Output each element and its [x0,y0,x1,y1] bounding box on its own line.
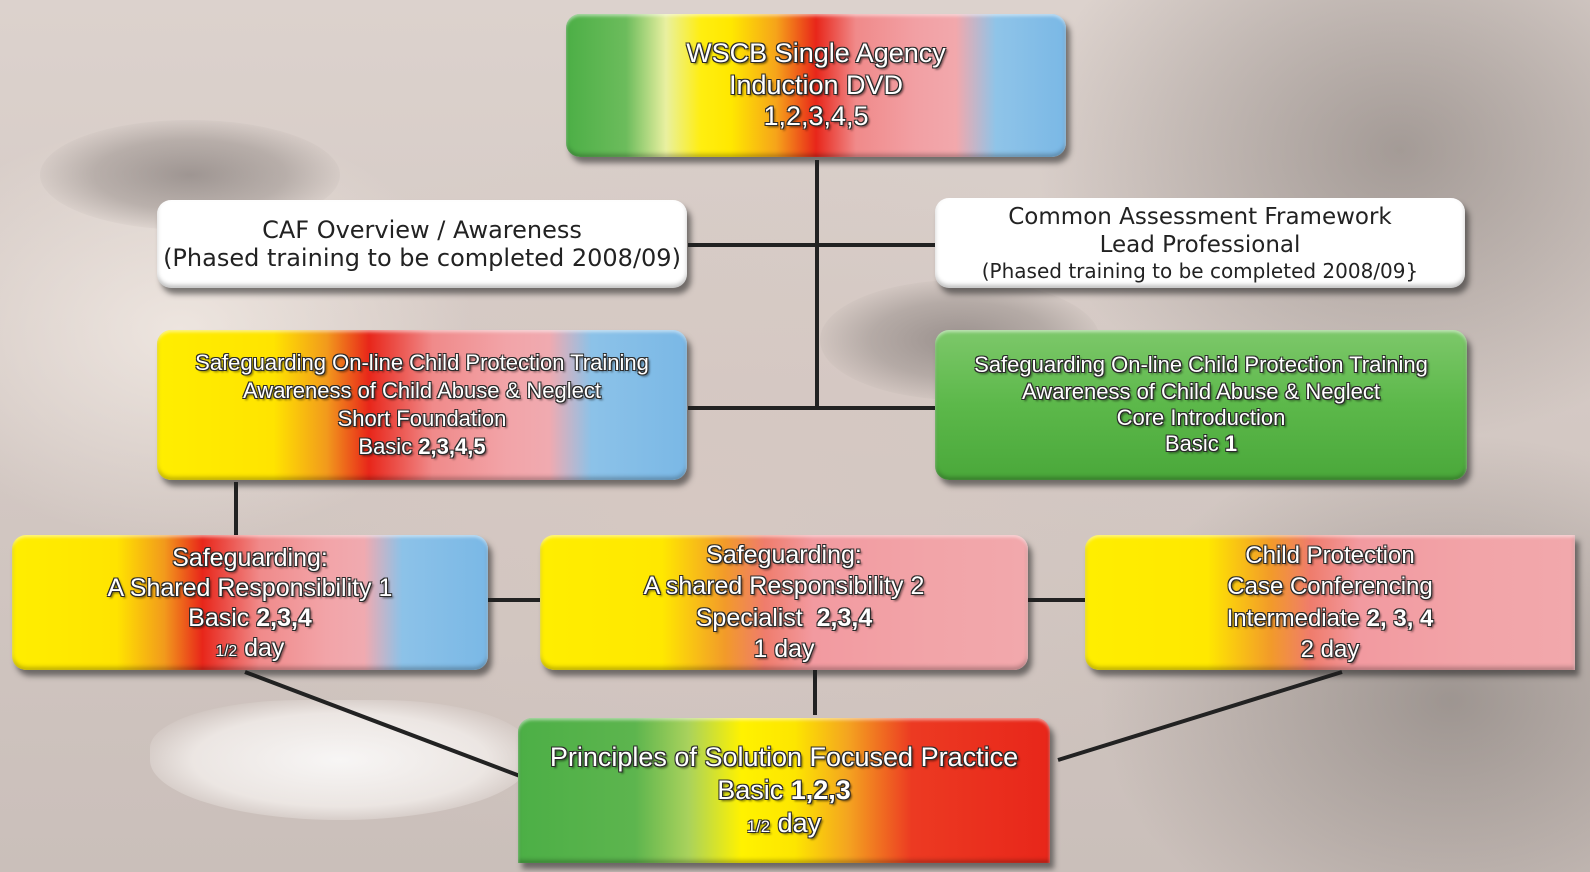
shared1-title: Safeguarding: [172,543,328,572]
induction-subtitle: Induction DVD [728,69,904,100]
connector-shared1-solution [244,670,521,778]
case-conf-duration: 2 day [1300,635,1360,663]
online-short-subtitle: Awareness of Child Abuse & Neglect [243,377,601,403]
online-short-course: Short Foundation [337,406,507,431]
case-conf-level: Intermediate 2, 3, 4 [1226,604,1434,632]
case-conf-title: Child Protection [1245,542,1415,570]
online-core-introduction-box: Safeguarding On-line Child Protection Tr… [935,330,1467,480]
caf-lead-title: Common Assessment Framework [1008,203,1392,230]
connector-caseconf-solution [1057,670,1343,762]
shared1-level: Basic 2,3,4 [188,603,312,632]
solution-duration: 1/2 day [746,807,822,838]
online-core-course: Core Introduction [1116,405,1286,430]
shared2-level: Specialist 2,3,4 [695,603,873,632]
solution-focused-practice-box: Principles of Solution Focused Practice … [518,718,1050,863]
online-short-foundation-box: Safeguarding On-line Child Protection Tr… [157,330,687,480]
shared1-duration: 1/2 day [215,633,285,662]
caf-lead-subtitle: Lead Professional [1099,231,1301,258]
shared2-subtitle: A shared Responsibility 2 [643,572,925,601]
caf-lead-professional-box: Common Assessment Framework Lead Profess… [935,198,1465,288]
online-short-level: Basic 2,3,4,5 [358,434,486,460]
induction-levels: 1,2,3,4,5 [763,101,869,132]
case-conf-subtitle: Case Conferencing [1227,573,1433,601]
online-core-title: Safeguarding On-line Child Protection Tr… [974,352,1428,378]
online-core-subtitle: Awareness of Child Abuse & Neglect [1022,378,1380,404]
solution-level: Basic 1,2,3 [717,775,851,806]
case-conferencing-box: Child Protection Case Conferencing Inter… [1085,535,1575,670]
caf-overview-note: (Phased training to be completed 2008/09… [163,244,681,272]
caf-overview-title: CAF Overview / Awareness [262,215,582,244]
shared2-duration: 1 day [753,634,815,663]
caf-lead-note: (Phased training to be completed 2008/09… [981,258,1419,283]
shared-responsibility-1-box: Safeguarding: A Shared Responsibility 1 … [12,535,488,670]
induction-dvd-box: WSCB Single Agency Induction DVD 1,2,3,4… [566,14,1066,157]
shared1-subtitle: A Shared Responsibility 1 [107,573,393,602]
online-core-level: Basic 1 [1164,431,1238,457]
shared-responsibility-2-box: Safeguarding: A shared Responsibility 2 … [540,535,1028,670]
induction-title: WSCB Single Agency [686,37,946,68]
caf-overview-box: CAF Overview / Awareness (Phased trainin… [157,200,687,288]
online-short-title: Safeguarding On-line Child Protection Tr… [195,349,649,375]
solution-title: Principles of Solution Focused Practice [549,742,1019,773]
shared2-title: Safeguarding: [706,541,862,569]
